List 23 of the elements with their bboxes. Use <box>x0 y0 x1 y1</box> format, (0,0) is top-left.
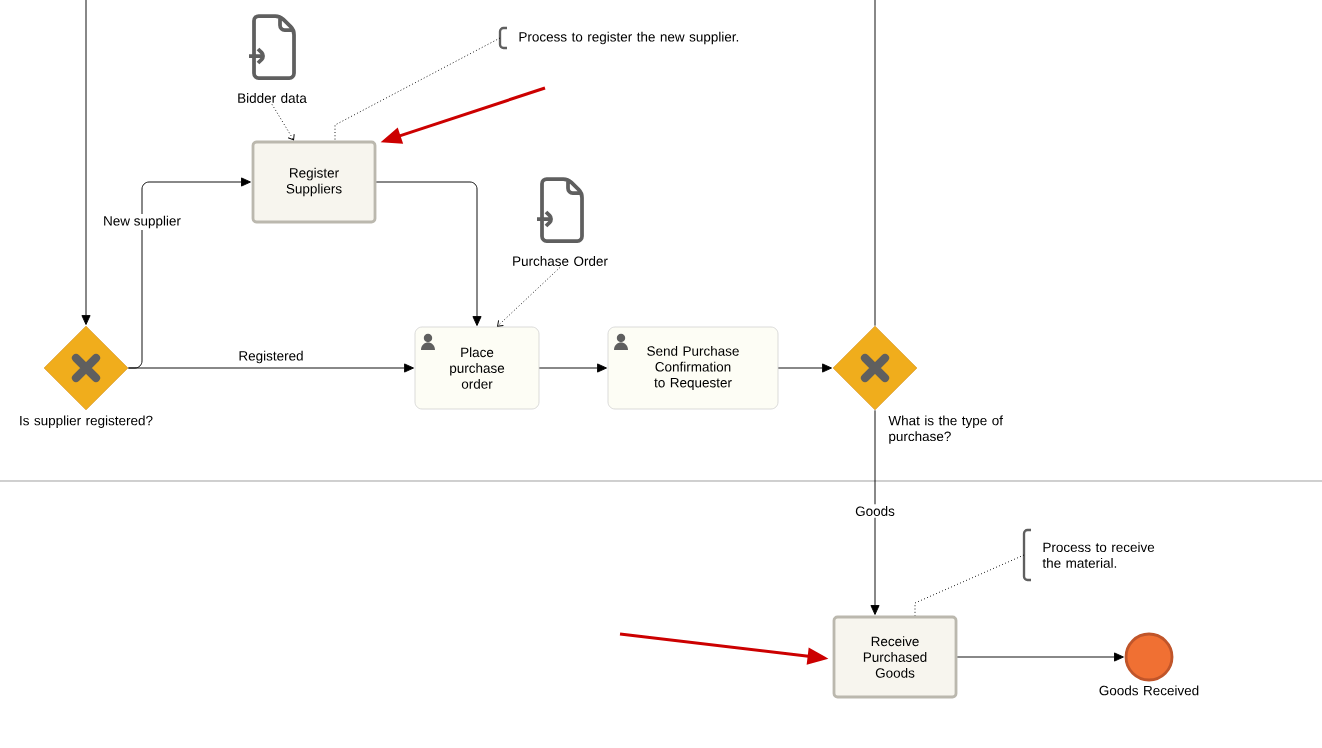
arrow <box>777 363 832 373</box>
arrow <box>956 652 1124 662</box>
gateway-label: Is supplier registered? <box>20 415 153 428</box>
data-object-label: Bidder data <box>238 93 307 103</box>
arrow <box>870 409 880 615</box>
task-box: Receive Purchased Goods <box>832 615 958 699</box>
arrow <box>127 363 414 373</box>
event-label: Goods Received <box>1099 685 1199 696</box>
task-box: Place purchase order <box>414 326 540 410</box>
task-box: Send Purchase Confirmation to Requester <box>607 326 779 410</box>
arrow <box>538 363 607 373</box>
data-object-label: Purchase Order <box>513 256 608 266</box>
arrow <box>271 103 295 141</box>
edge-label: Goods <box>853 504 897 518</box>
annotation: Process to register the new supplier. <box>498 26 739 50</box>
arrow <box>497 266 561 327</box>
task-box: Register Suppliers <box>251 140 377 224</box>
edge-label: New supplier <box>101 213 183 231</box>
annotation: Process to receive the material. <box>1022 528 1155 582</box>
arrow <box>375 181 482 326</box>
arrow <box>81 0 91 325</box>
gateway-label: What is the type of purchase? <box>888 415 1003 444</box>
edge-label: Registered <box>236 348 306 366</box>
